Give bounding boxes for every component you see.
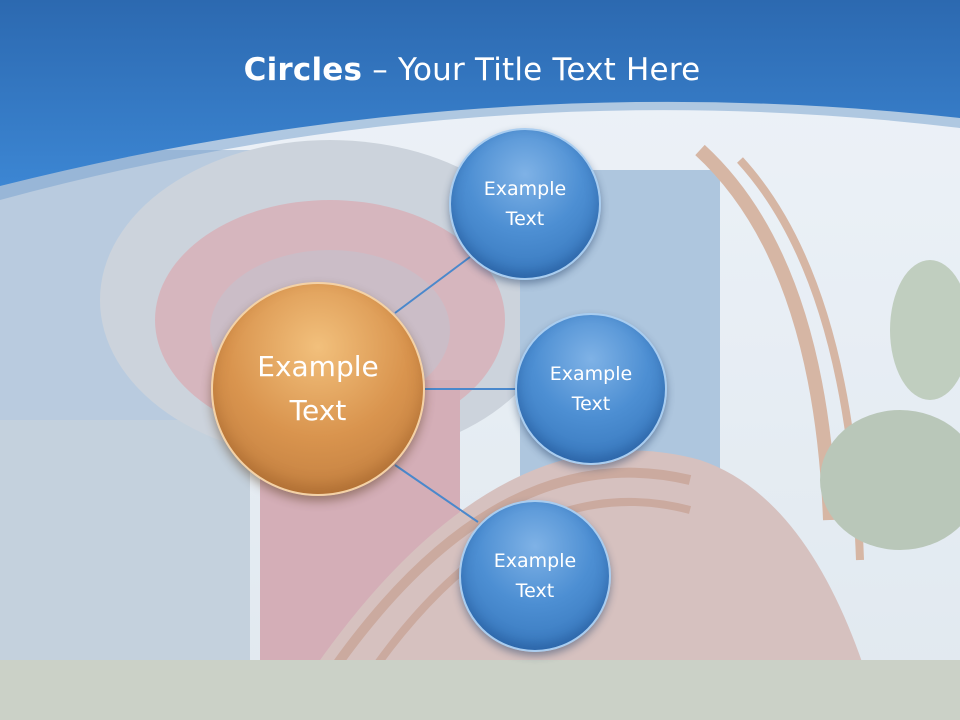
connector-line-bottom: [394, 464, 479, 523]
slide-title: Circles – Your Title Text Here: [0, 52, 944, 88]
satellite-circle-bottom[interactable]: Example Text: [459, 500, 611, 652]
center-circle[interactable]: Example Text: [211, 282, 425, 496]
satellite-circle-middle[interactable]: Example Text: [515, 313, 667, 465]
satellite-circle-label: Example Text: [493, 550, 577, 602]
title-bold: Circles: [243, 52, 363, 88]
satellite-circle-label: Example Text: [483, 178, 567, 230]
header-band: [0, 0, 960, 200]
satellite-circle-top[interactable]: Example Text: [449, 128, 601, 280]
title-rest: – Your Title Text Here: [362, 52, 701, 88]
connector-line-top: [394, 256, 471, 314]
satellite-circle-label: Example Text: [549, 363, 633, 415]
center-circle-label: Example Text: [257, 350, 379, 427]
